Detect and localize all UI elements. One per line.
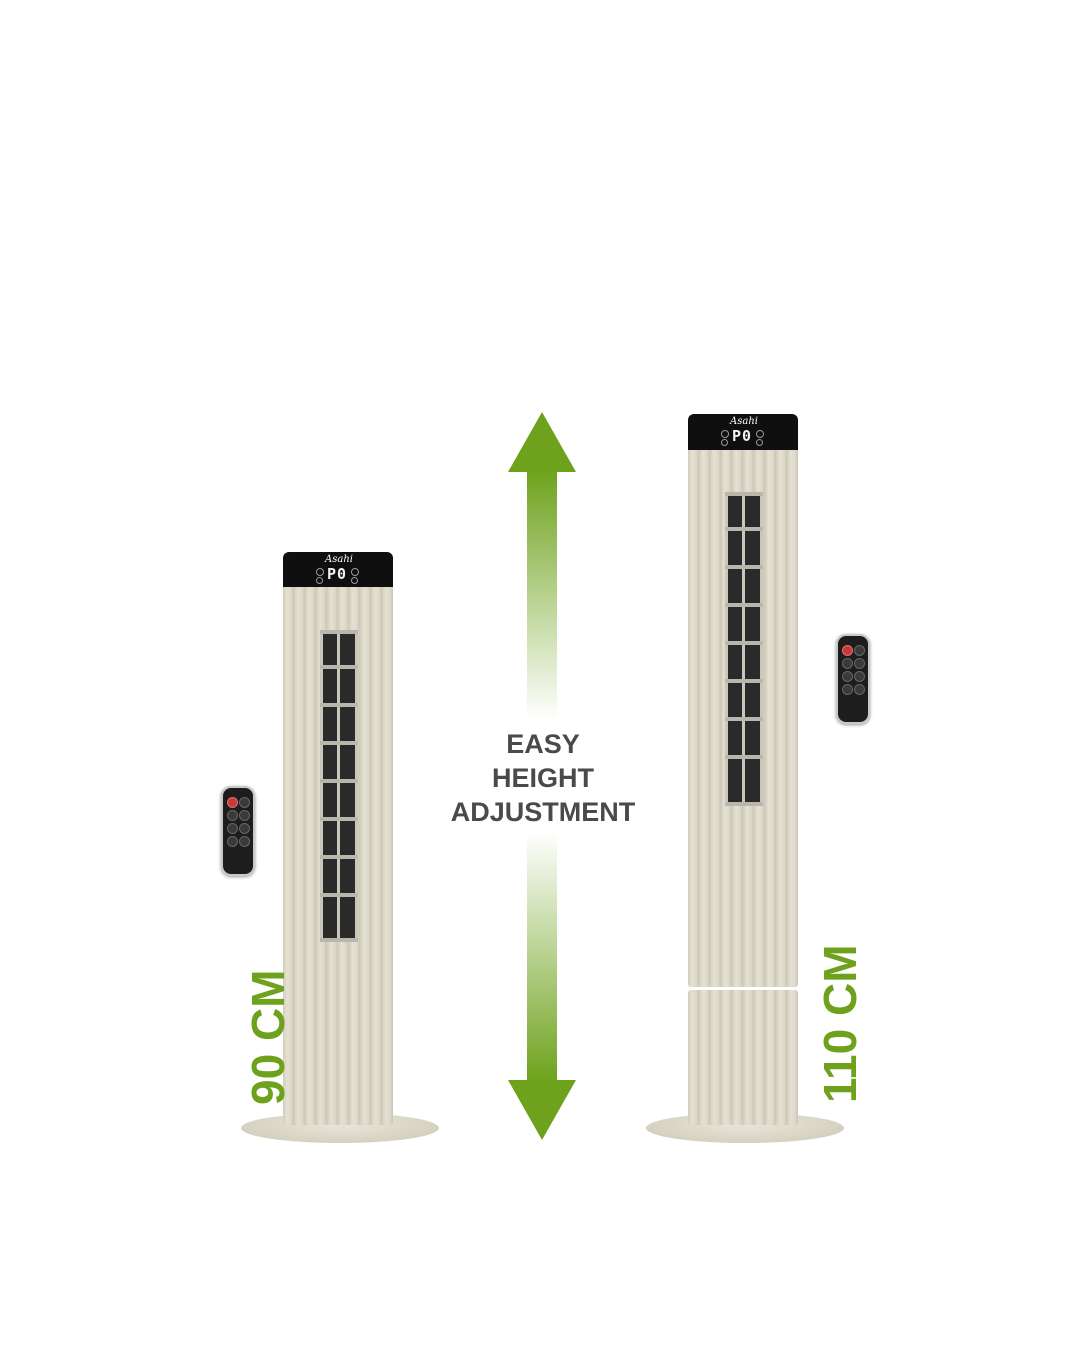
right-fan-grille bbox=[725, 492, 763, 806]
left-fan-touch-button[interactable] bbox=[316, 568, 324, 576]
right-fan-brand: Asahi bbox=[730, 416, 758, 427]
headline-line-1: EASY bbox=[506, 729, 580, 759]
right-fan-touch-button[interactable] bbox=[721, 439, 728, 446]
left-fan-grille bbox=[320, 630, 358, 942]
right-fan-control-panel: Asahi P0 bbox=[688, 414, 798, 450]
headline-line-3: ADJUSTMENT bbox=[450, 797, 636, 827]
left-fan-brand: Asahi bbox=[325, 554, 353, 565]
left-remote-control-icon bbox=[221, 786, 255, 876]
left-height-label: 90 CM bbox=[242, 969, 294, 1105]
double-arrow-icon bbox=[508, 412, 576, 1140]
right-fan-touch-button[interactable] bbox=[721, 430, 729, 438]
right-fan-touch-button[interactable] bbox=[756, 430, 764, 438]
right-fan-extension bbox=[688, 990, 798, 1125]
right-fan-display: P0 bbox=[732, 427, 753, 445]
left-fan-touch-button[interactable] bbox=[351, 568, 359, 576]
left-fan-control-panel: Asahi P0 bbox=[283, 552, 393, 587]
right-height-label: 110 CM bbox=[814, 944, 866, 1103]
headline-line-2: HEIGHT bbox=[491, 763, 594, 793]
right-fan-touch-button[interactable] bbox=[756, 439, 763, 446]
left-fan-touch-button[interactable] bbox=[316, 577, 323, 584]
left-fan-display: P0 bbox=[327, 565, 348, 583]
left-fan-touch-button[interactable] bbox=[351, 577, 358, 584]
right-remote-control-icon bbox=[836, 634, 870, 724]
headline-text: EASY HEIGHT ADJUSTMENT bbox=[430, 727, 656, 829]
